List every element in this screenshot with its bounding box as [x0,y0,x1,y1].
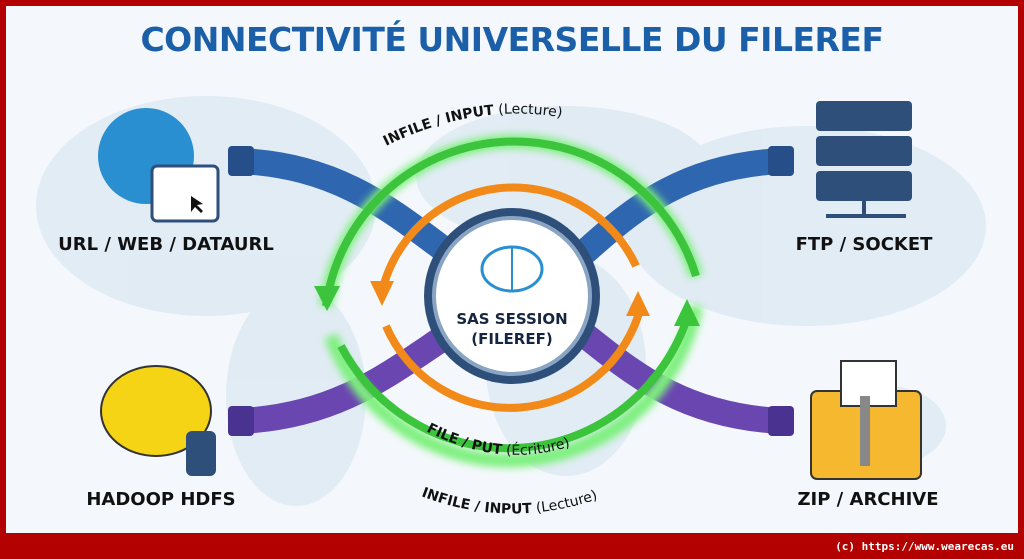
arrow-down-icon [314,286,340,311]
arrow-up-icon [626,291,650,316]
server-icon [816,101,912,218]
write-flow-ring [370,183,650,412]
bottom-read-note: (Lecture) [535,487,599,516]
label-url-web: URL / WEB / DATAURL [58,234,274,255]
connector-bottom-right [768,406,794,436]
connector-bottom-left [228,406,254,436]
center-line1: SAS SESSION [456,310,567,328]
arrow-down-icon [370,281,394,306]
elephant-icon [100,365,216,476]
center-line2: (FILEREF) [471,330,552,348]
footer-copyright: (c) https://www.wearecas.eu [835,540,1014,553]
label-ftp-socket: FTP / SOCKET [795,234,933,255]
diagram-canvas: SAS SESSION (FILEREF) INFILE / INPUT (Le… [6,6,1018,533]
sas-session-hub: SAS SESSION (FILEREF) [424,208,600,384]
tube-top-right [573,148,794,264]
diagram-svg: SAS SESSION (FILEREF) INFILE / INPUT (Le… [36,96,986,518]
tube-bottom-right [573,323,794,434]
top-read-note: (Lecture) [498,101,564,121]
label-hadoop: HADOOP HDFS [86,489,236,510]
arrow-up-icon [674,299,700,326]
bottom-read-arc-text: INFILE / INPUT (Lecture) [420,485,600,518]
label-zip-archive: ZIP / ARCHIVE [797,489,939,510]
brain-icon [480,245,544,293]
connector-top-left [228,146,254,176]
tube-top-left [228,148,459,264]
connector-top-right [768,146,794,176]
zip-folder-icon [810,360,922,480]
globe-browser-icon [98,108,220,223]
bottom-read-label: INFILE / INPUT [420,485,533,518]
read-flow-ring [314,134,703,468]
page-title: CONNECTIVITÉ UNIVERSELLE DU FILEREF [140,20,884,59]
